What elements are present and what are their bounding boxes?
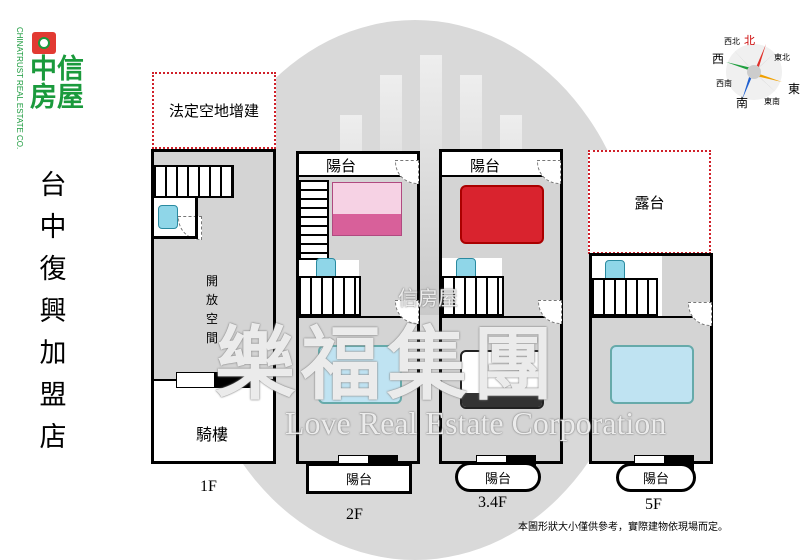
logo-en: CHINATRUST REAL ESTATE CO.	[15, 27, 24, 150]
1f-open-space-label: 開 放 空 間	[206, 272, 222, 348]
3-4f-bottom-balcony: 陽台	[455, 462, 541, 492]
bed-icon	[460, 185, 544, 244]
toilet-icon	[158, 205, 178, 229]
2f-bottom-balcony-label: 陽台	[345, 473, 372, 488]
disclaimer: 本圖形狀大小僅供參考，實際建物依現場而定。	[518, 522, 728, 533]
2f-bottom-balcony: 陽台	[306, 463, 412, 494]
5f-label: 5F	[645, 496, 662, 513]
kitchen-icon	[332, 182, 402, 236]
text-char: 開	[206, 274, 219, 288]
5f-terrace-label: 露台	[634, 193, 665, 212]
2f-stairs	[299, 180, 329, 260]
3-4f-stairs	[442, 276, 504, 316]
1f-window	[176, 372, 252, 388]
1f-stairs	[154, 165, 234, 198]
bed-icon	[318, 345, 402, 404]
text-char: 空	[206, 312, 219, 326]
1f-extension-area: 法定空地增建	[152, 72, 276, 149]
3-4f-top-balcony-label: 陽台	[470, 157, 501, 175]
compass: 北 西北 東北 西 東 西南 東南 南	[712, 32, 800, 110]
2f-label: 2F	[346, 506, 363, 523]
1f-extension-label: 法定空地增建	[168, 102, 259, 120]
5f-bottom-balcony: 陽台	[616, 463, 696, 492]
store-char: 店	[39, 422, 67, 453]
store-char: 盟	[39, 380, 67, 411]
2f-top-balcony-label: 陽台	[326, 157, 357, 175]
store-char: 復	[39, 254, 67, 285]
store-name: 台 中 復 興 加 盟 店	[38, 165, 68, 459]
2f-top-balcony	[299, 154, 417, 176]
3-4f-label: 3.4F	[478, 494, 507, 511]
2f-stairs-lower	[299, 276, 361, 316]
1f-label: 1F	[200, 478, 217, 495]
bed-icon	[610, 345, 694, 404]
5f-stairs	[592, 278, 658, 316]
compass-ne: 東北	[774, 53, 790, 62]
compass-se: 東南	[764, 97, 780, 106]
logo: CHINATRUST REAL ESTATE CO. 中信房屋	[14, 27, 94, 150]
store-char: 加	[39, 338, 67, 369]
compass-s: 南	[736, 96, 749, 110]
text-char: 放	[206, 293, 219, 307]
bed-icon	[460, 350, 544, 409]
store-char: 興	[39, 296, 67, 327]
compass-sw: 西南	[716, 79, 732, 88]
text-char: 間	[206, 331, 219, 345]
store-char: 中	[39, 212, 67, 243]
compass-w: 西	[712, 52, 725, 66]
5f-terrace: 露台	[588, 150, 711, 254]
logo-cn: 中信房屋	[30, 54, 84, 113]
compass-nw: 西北	[724, 37, 740, 46]
3-4f-bottom-balcony-label: 陽台	[484, 471, 511, 487]
1f-arcade-label: 騎樓	[196, 425, 229, 444]
compass-rose-icon	[726, 44, 782, 100]
store-char: 台	[39, 170, 67, 201]
compass-e: 東	[788, 82, 800, 96]
5f-bottom-balcony-label: 陽台	[642, 472, 669, 487]
compass-n: 北	[744, 34, 755, 47]
